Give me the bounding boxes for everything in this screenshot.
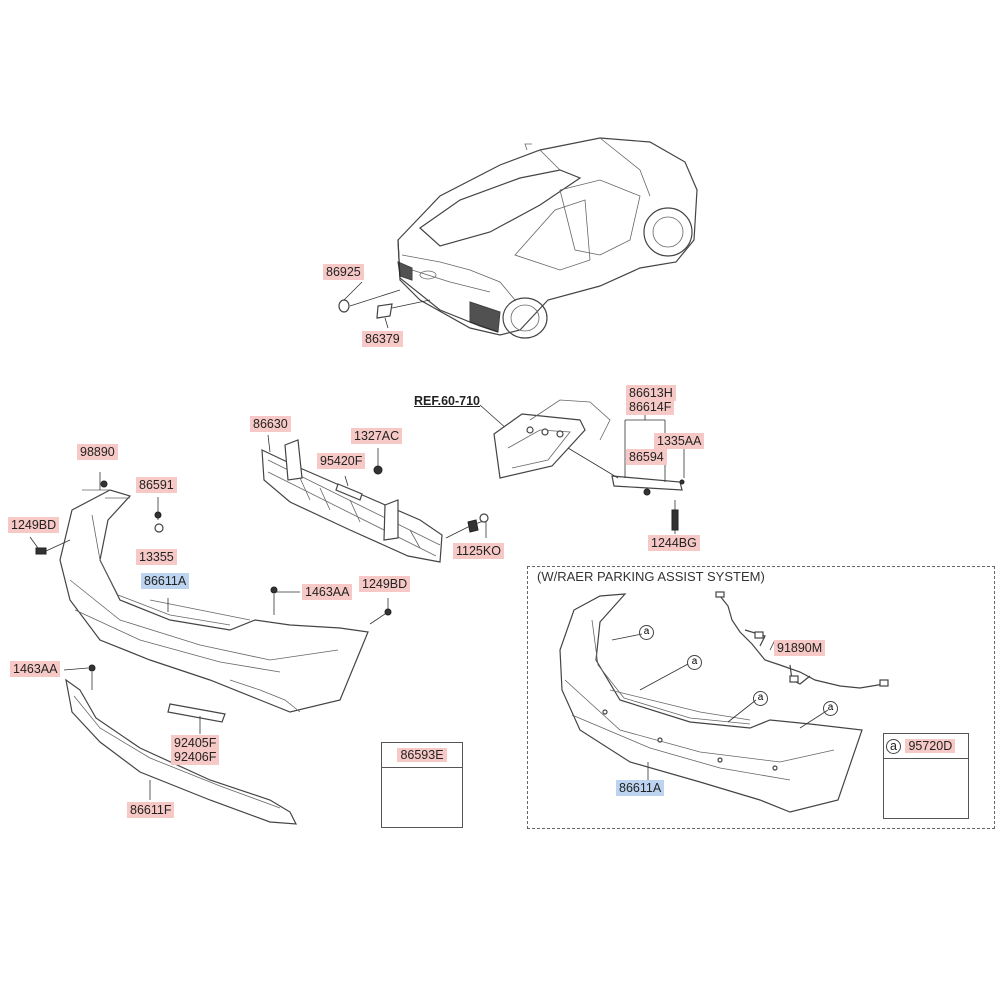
part-label-91890M[interactable]: 91890M: [774, 640, 826, 656]
part-label-86925[interactable]: 86925: [323, 264, 364, 280]
part-label-1327AC[interactable]: 1327AC: [351, 428, 403, 444]
part-label-1244BG[interactable]: 1244BG: [648, 535, 700, 551]
part-label-86593E[interactable]: 86593E: [397, 748, 447, 762]
ref-bracket-illustration: [479, 399, 685, 534]
wiring-harness-illustration: [715, 591, 889, 689]
part-label-98890[interactable]: 98890: [77, 444, 118, 460]
part-label-86614F[interactable]: 86614F: [626, 399, 675, 415]
part-label-92406F[interactable]: 92406F: [171, 749, 220, 765]
part-label-1249BD-right[interactable]: 1249BD: [359, 576, 411, 592]
reinforcement-beam-illustration: [261, 434, 489, 563]
callout-a-circle: a: [886, 739, 901, 754]
part-label-86611A-option[interactable]: 86611A: [616, 780, 665, 796]
part-label-95720D[interactable]: 95720D: [905, 739, 956, 753]
callout-a-1: a: [639, 625, 654, 640]
part-label-86613H[interactable]: 86613H: [626, 385, 676, 401]
sensor-box-title: a 95720D: [884, 734, 968, 759]
callout-a-2: a: [687, 655, 702, 670]
part-label-95420F[interactable]: 95420F: [317, 453, 366, 469]
lower-garnish-illustration: [63, 664, 298, 825]
part-label-86379[interactable]: 86379: [362, 331, 403, 347]
car-illustration: [338, 137, 698, 339]
part-label-1125KO[interactable]: 1125KO: [453, 543, 504, 559]
part-label-1249BD-left[interactable]: 1249BD: [8, 517, 60, 533]
option-section-title: (W/RAER PARKING ASSIST SYSTEM): [537, 569, 765, 584]
part-label-86611F[interactable]: 86611F: [127, 802, 175, 818]
option-section-frame: [527, 566, 995, 829]
part-label-86591[interactable]: 86591: [136, 477, 177, 493]
sensor-box: a 95720D: [883, 733, 969, 819]
callout-a-3: a: [753, 691, 768, 706]
part-label-13355[interactable]: 13355: [136, 549, 177, 565]
part-label-1335AA[interactable]: 1335AA: [654, 433, 705, 449]
bolt-box-title: 86593E: [382, 743, 462, 768]
part-label-86594[interactable]: 86594: [626, 449, 667, 465]
option-bumper-illustration: [559, 593, 863, 813]
part-label-1463AA-mid[interactable]: 1463AA: [302, 584, 353, 600]
bolt-box: 86593E: [381, 742, 463, 828]
part-label-1463AA-left[interactable]: 1463AA: [10, 661, 61, 677]
part-label-92405F[interactable]: 92405F: [171, 735, 220, 751]
part-label-86630[interactable]: 86630: [250, 416, 291, 432]
callout-a-4: a: [823, 701, 838, 716]
bumper-cover-illustration: [29, 472, 392, 734]
ref-label[interactable]: REF.60-710: [414, 394, 481, 408]
part-label-86611A[interactable]: 86611A: [141, 573, 190, 589]
